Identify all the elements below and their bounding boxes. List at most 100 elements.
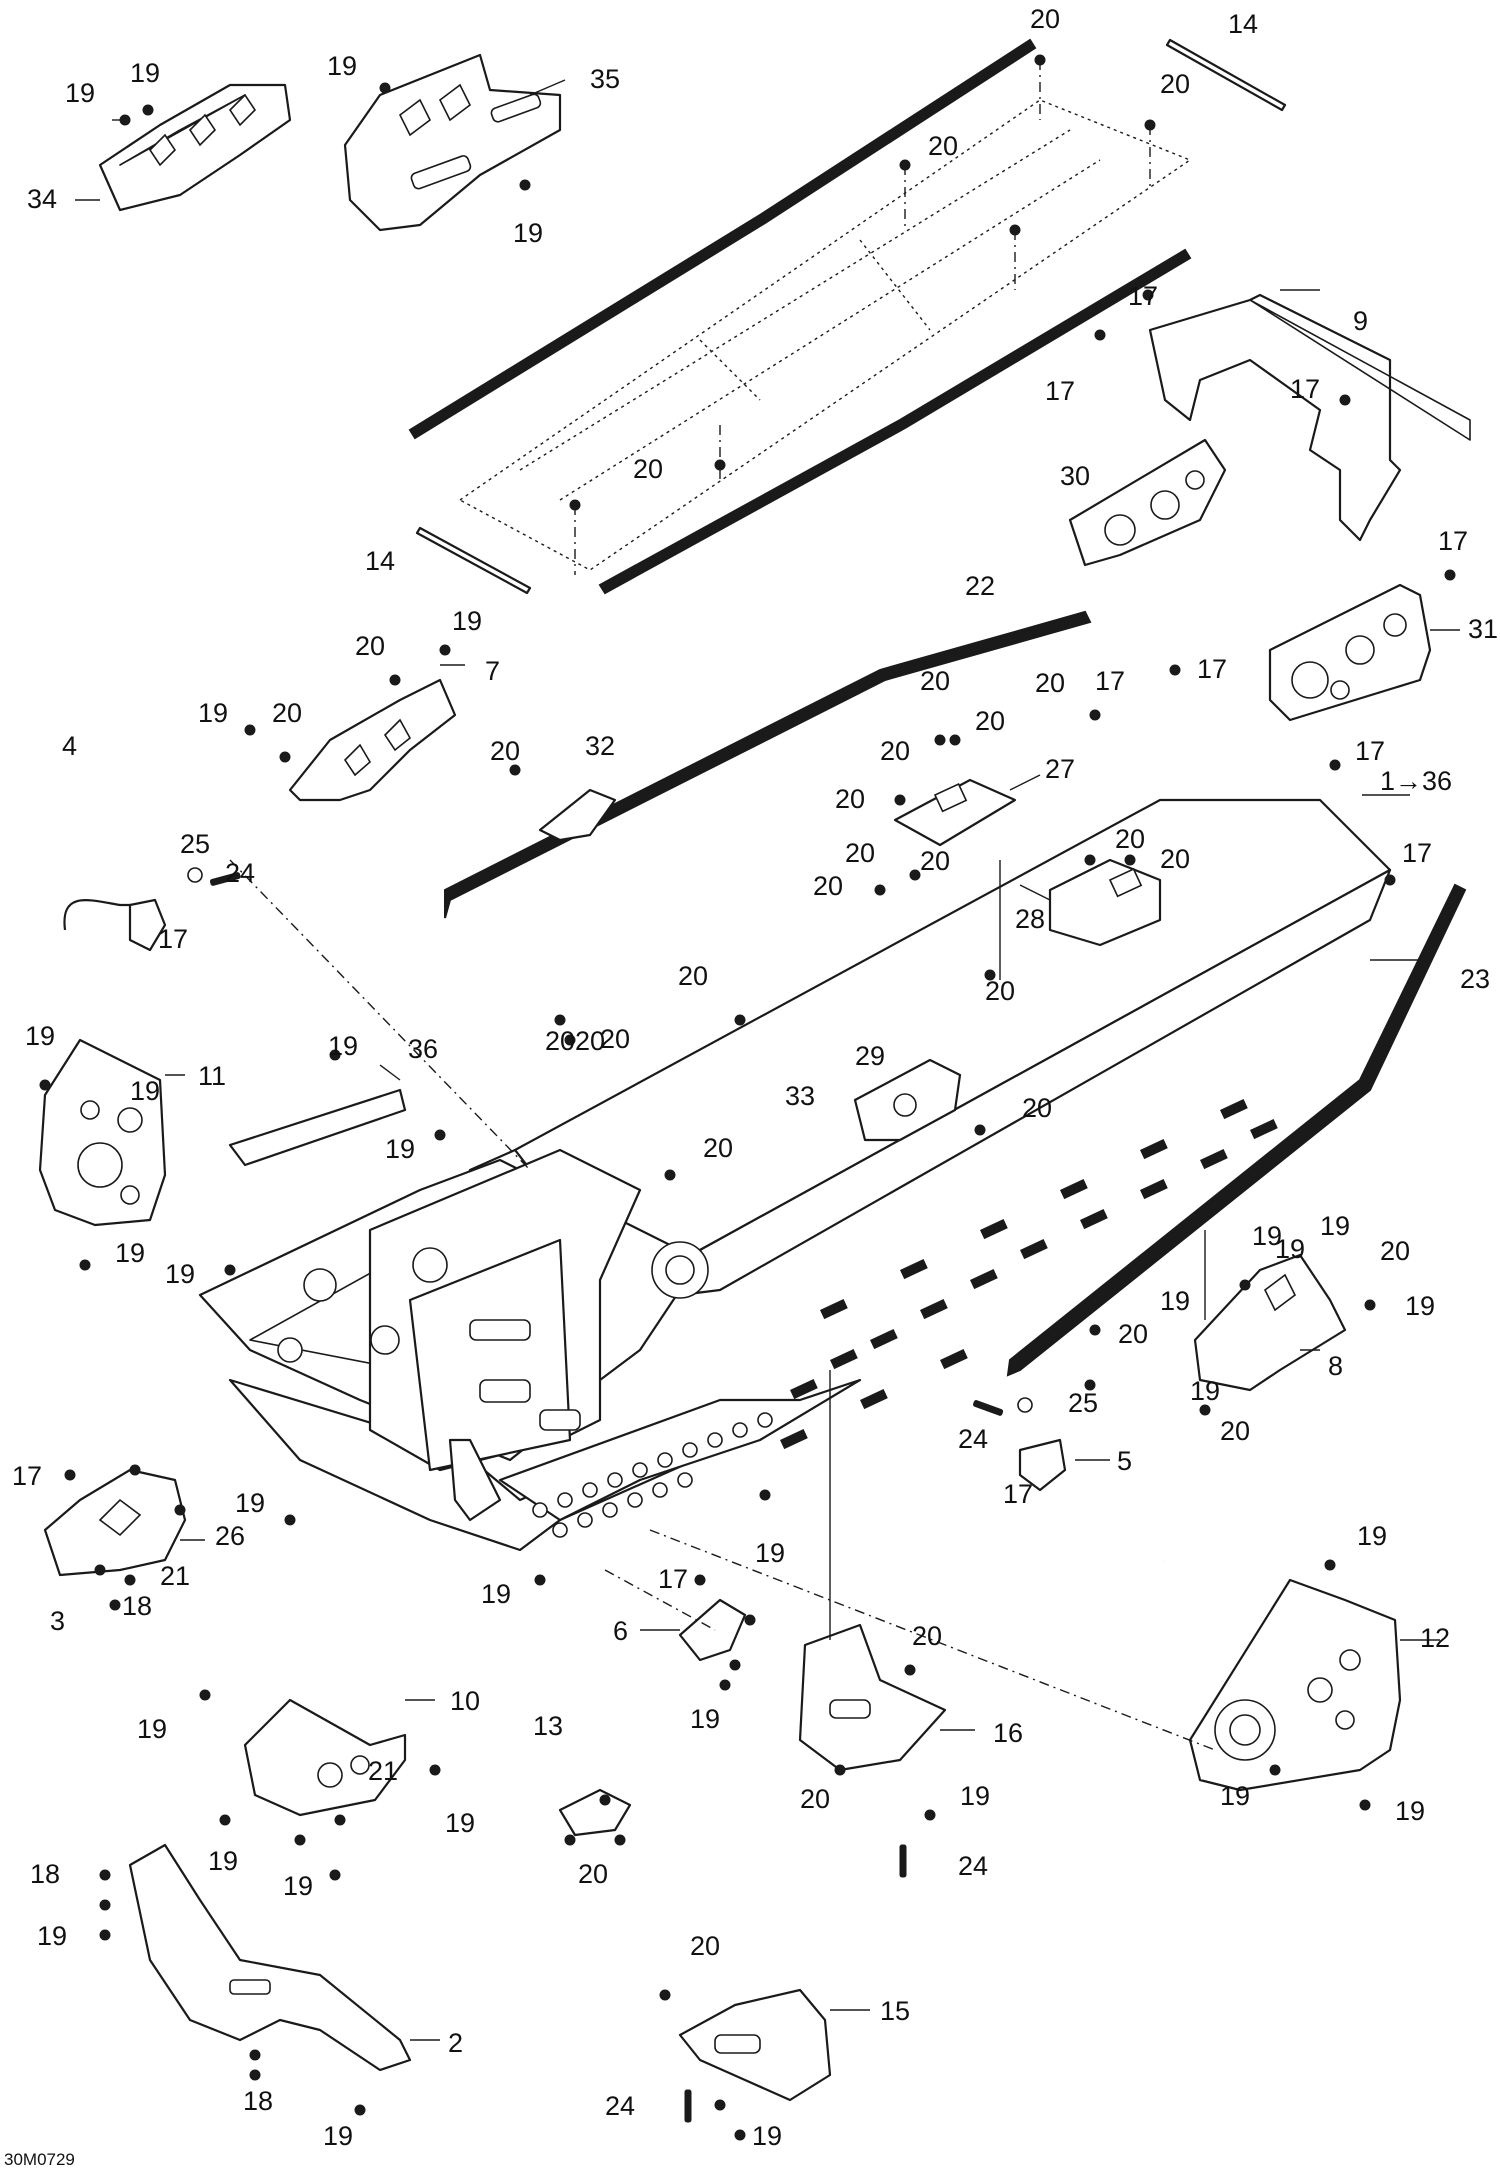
callout-4: 4: [62, 731, 77, 761]
callout-12: 12: [1420, 1623, 1450, 1653]
callout-6: 6: [613, 1616, 628, 1646]
callout-17: 17: [158, 924, 188, 954]
callout-20: 20: [975, 706, 1005, 736]
callout-20: 20: [928, 131, 958, 161]
panel-outline: [459, 99, 1192, 571]
rail-upper-left: [408, 38, 1037, 440]
rail-14-bottom: [415, 526, 532, 595]
callout-20: 20: [1030, 4, 1060, 34]
callout-19: 19: [1220, 1781, 1250, 1811]
bracket-9: [1148, 293, 1471, 542]
callout-19: 19: [513, 218, 543, 248]
callout-35: 35: [590, 64, 620, 94]
callout-9: 9: [1353, 306, 1368, 336]
bracket-27: [893, 778, 1017, 847]
bracket-31: [1268, 583, 1432, 722]
bracket-8: [1193, 1253, 1347, 1392]
callout-19: 19: [1395, 1796, 1425, 1826]
callout-19: 19: [690, 1704, 720, 1734]
callout-18: 18: [122, 1591, 152, 1621]
callout-19: 19: [445, 1808, 475, 1838]
callout-19: 19: [327, 51, 357, 81]
callout-17: 17: [1197, 654, 1227, 684]
callout-19: 19: [1357, 1521, 1387, 1551]
callout-20: 20: [490, 736, 520, 766]
assembly-lines: [229, 60, 1216, 1751]
tunnel-cooling-slots: [780, 1099, 1278, 1450]
callout-20: 20: [920, 666, 950, 696]
callout-20: 20: [1160, 69, 1190, 99]
callout-22: 22: [965, 571, 995, 601]
callout-19: 19: [752, 2121, 782, 2151]
callout-20: 20: [985, 976, 1015, 1006]
callout-23: 23: [1460, 964, 1490, 994]
callout-31: 31: [1468, 614, 1498, 644]
callout-20: 20: [912, 1621, 942, 1651]
callout-19: 19: [137, 1714, 167, 1744]
callout-19: 19: [130, 58, 160, 88]
callout-14-top: 14: [1228, 9, 1258, 39]
callout-17: 17: [1128, 281, 1158, 311]
callout-20: 20: [880, 736, 910, 766]
callout-15: 15: [880, 1996, 910, 2026]
callout-20: 20: [703, 1133, 733, 1163]
callout-19: 19: [37, 1921, 67, 1951]
callout-17: 17: [658, 1564, 688, 1594]
callout-19: 19: [755, 1538, 785, 1568]
callout-19: 19: [65, 78, 95, 108]
callout-17: 17: [1438, 526, 1468, 556]
handle-4: [63, 898, 167, 952]
callout-20: 20: [835, 784, 865, 814]
bracket-29-33: [853, 1058, 962, 1142]
callout-19: 19: [208, 1846, 238, 1876]
cover-13: [558, 1788, 632, 1837]
callout-21: 21: [160, 1561, 190, 1591]
callout-labels: 1→36 2 3 4 5 6 7 8 9 10 11 12 13 14 14 1…: [12, 4, 1498, 2151]
handle-5: [1018, 1438, 1168, 1561]
callout-20: 20: [272, 698, 302, 728]
plate-12: [1188, 1578, 1402, 1792]
callout-14-bottom: 14: [365, 546, 395, 576]
callout-13: 13: [533, 1711, 563, 1741]
callout-3: 3: [50, 1606, 65, 1636]
callout-19: 19: [323, 2121, 353, 2151]
callout-17: 17: [1355, 736, 1385, 766]
callout-10: 10: [450, 1686, 480, 1716]
callout-17: 17: [1402, 838, 1432, 868]
front-pan-holes: [532, 1412, 773, 1538]
callout-20: 20: [575, 1026, 605, 1056]
bracket-16: [798, 1623, 947, 1772]
callout-20: 20: [1380, 1236, 1410, 1266]
callout-20: 20: [600, 1024, 630, 1054]
callout-20: 20: [1022, 1093, 1052, 1123]
callout-19: 19: [1320, 1211, 1350, 1241]
bracket-32: [538, 788, 617, 842]
bracket-7: [288, 678, 457, 802]
callout-19: 19: [1160, 1286, 1190, 1316]
figure-reference: 30M0729: [4, 2150, 75, 2169]
callout-20: 20: [355, 631, 385, 661]
bracket-2: [128, 1843, 412, 2072]
callout-34: 34: [27, 184, 57, 214]
callout-19: 19: [1252, 1221, 1282, 1251]
callout-19: 19: [198, 698, 228, 728]
callout-25: 25: [1068, 1388, 1098, 1418]
callout-20: 20: [800, 1784, 830, 1814]
callout-20: 20: [845, 838, 875, 868]
callout-32: 32: [585, 731, 615, 761]
track-slide-23: [1006, 883, 1467, 1377]
callout-20: 20: [545, 1026, 575, 1056]
rail-upper-right: [598, 248, 1192, 595]
callout-leaders: [75, 79, 1460, 2041]
callout-19: 19: [25, 1021, 55, 1051]
callout-19: 19: [960, 1781, 990, 1811]
callout-1-to-36: 1→36: [1380, 766, 1452, 796]
callout-24: 24: [958, 1424, 988, 1454]
callout-5: 5: [1117, 1446, 1132, 1476]
callout-33: 33: [785, 1081, 815, 1111]
bracket-28: [1048, 858, 1162, 947]
callout-29: 29: [855, 1041, 885, 1071]
bracket-35: [343, 53, 562, 232]
track-slide-22: [444, 610, 1092, 919]
callout-20: 20: [1220, 1416, 1250, 1446]
